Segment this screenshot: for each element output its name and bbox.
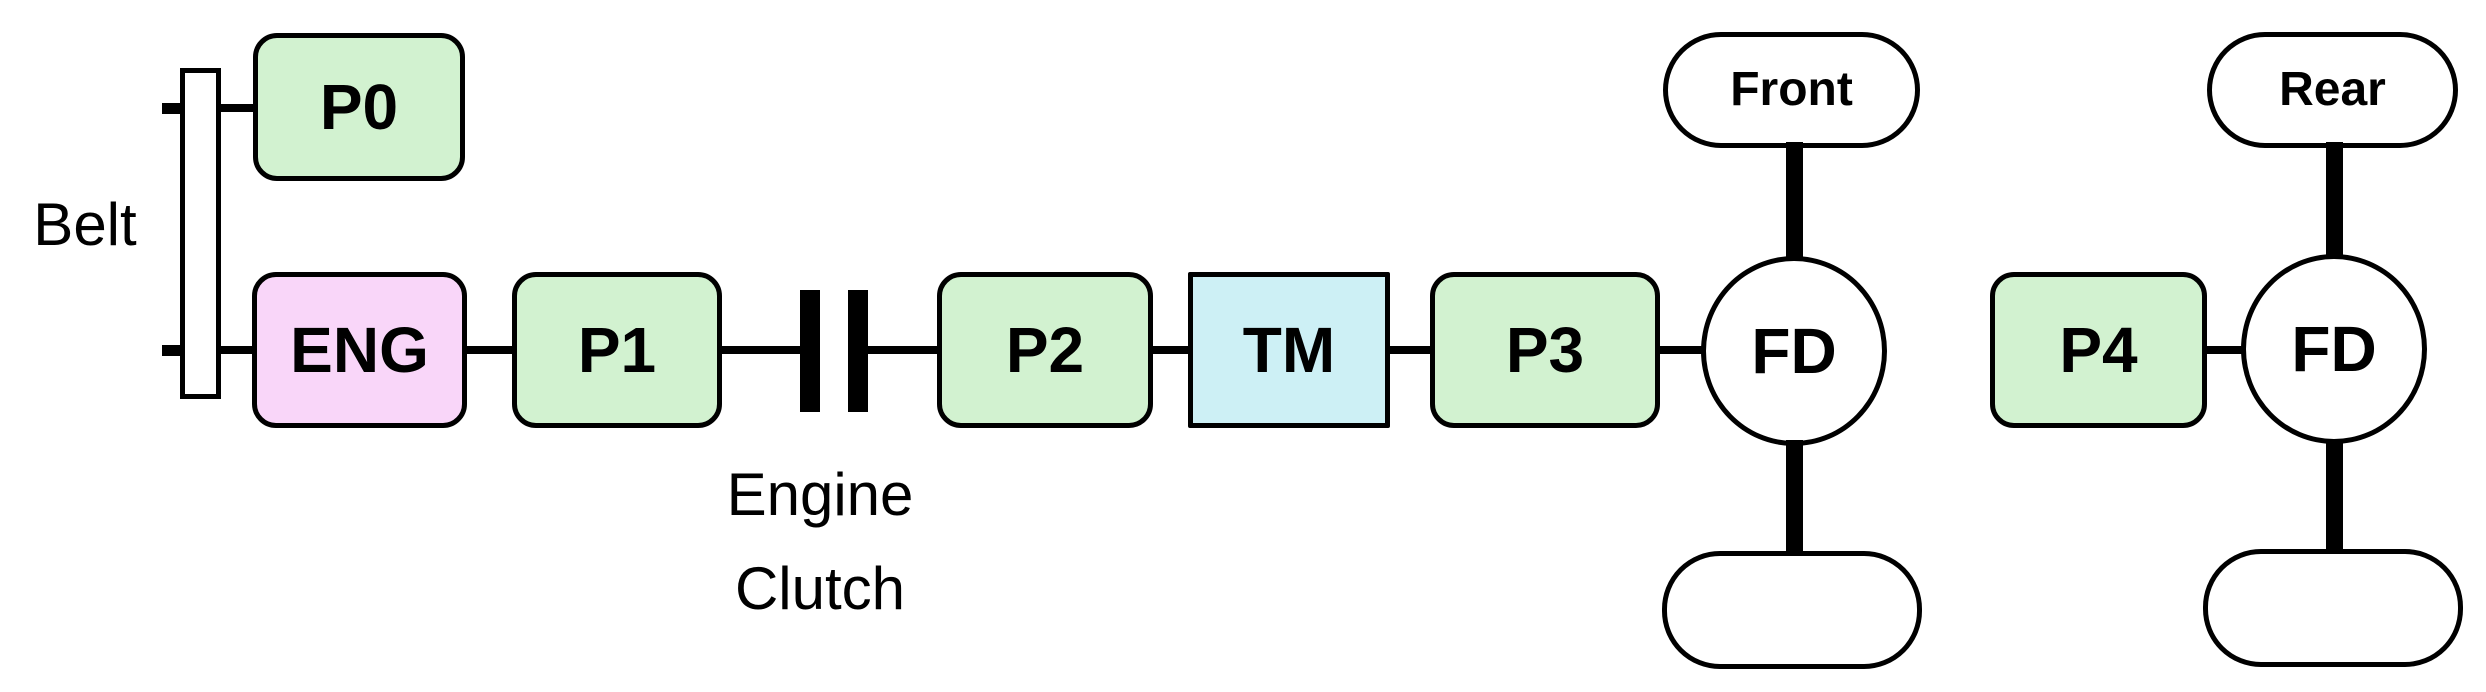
eng-box: ENG <box>252 272 467 428</box>
connector-belt-eng <box>218 346 258 354</box>
p2-box: P2 <box>937 272 1153 428</box>
engine-clutch-label: Engine Clutch <box>620 448 1020 636</box>
belt-shaft-tick-bottom <box>162 345 180 356</box>
front-final-drive-circle: FD <box>1701 256 1887 446</box>
rear-final-drive-circle: FD <box>2241 254 2427 444</box>
rear-axle-box: Rear <box>2207 32 2458 148</box>
clutch-plate-right <box>848 290 868 412</box>
front-axle-shaft-top <box>1786 142 1803 260</box>
connector-clutch-p2 <box>865 346 940 354</box>
clutch-plate-left <box>800 290 820 412</box>
p0-box: P0 <box>253 33 465 181</box>
belt-shaft-tick-top <box>162 103 180 114</box>
connector-p4-rear-fd <box>2204 346 2245 354</box>
belt-label: Belt <box>33 191 137 258</box>
engine-clutch-label-line2: Clutch <box>734 555 906 622</box>
connector-p3-front-fd <box>1657 346 1705 354</box>
front-axle-box: Front <box>1663 32 1920 148</box>
connector-eng-p1 <box>464 346 516 354</box>
rear-axle-shaft-top <box>2326 142 2343 258</box>
connector-belt-p0 <box>218 104 258 112</box>
p1-box: P1 <box>512 272 722 428</box>
front-wheel-box <box>1662 551 1922 669</box>
front-axle-shaft-bottom <box>1786 440 1803 555</box>
rear-axle-shaft-bottom <box>2326 440 2343 552</box>
engine-clutch-label-line1: Engine <box>726 461 914 528</box>
tm-box: TM <box>1188 272 1390 428</box>
rear-wheel-box <box>2203 549 2463 667</box>
p4-box: P4 <box>1990 272 2207 428</box>
connector-p1-clutch <box>719 346 803 354</box>
p3-box: P3 <box>1430 272 1660 428</box>
connector-tm-p3 <box>1387 346 1433 354</box>
connector-p2-tm <box>1150 346 1191 354</box>
belt-bar <box>180 68 221 399</box>
